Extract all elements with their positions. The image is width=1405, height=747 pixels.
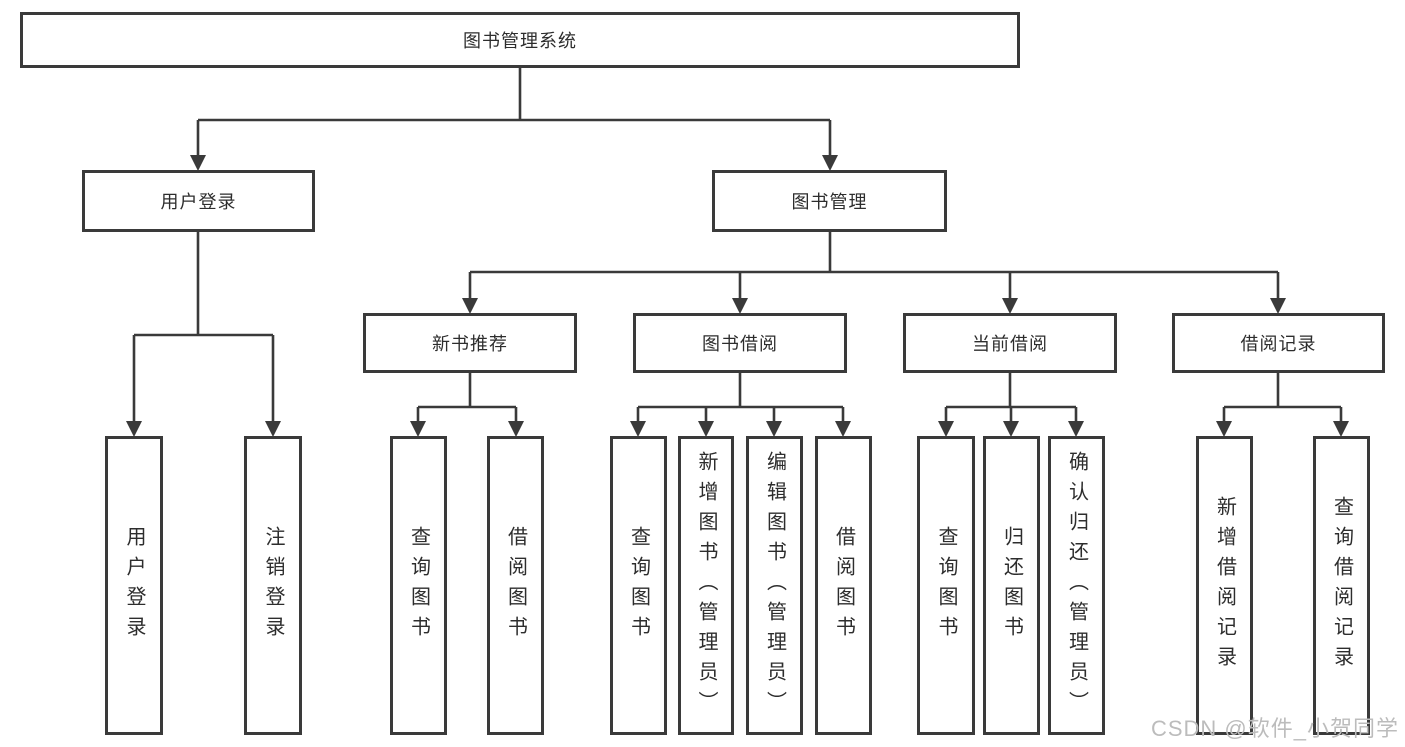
node-current-borrow: 当前借阅: [903, 313, 1117, 373]
node-book-borrow: 图书借阅: [633, 313, 847, 373]
leaf-query-books-2: 查询图书: [610, 436, 667, 735]
leaf-logout: 注销登录: [244, 436, 302, 735]
leaf-query-books-1: 查询图书: [390, 436, 447, 735]
leaf-query-borrow-record: 查询借阅记录: [1313, 436, 1370, 735]
leaf-add-books-admin: 新增图书（管理员）: [678, 436, 734, 735]
node-new-book-recommend: 新书推荐: [363, 313, 577, 373]
leaf-borrow-books-1: 借阅图书: [487, 436, 544, 735]
csdn-watermark: CSDN @软件_小贺同学: [1150, 716, 1399, 741]
node-root-library-system: 图书管理系统: [20, 12, 1020, 68]
leaf-edit-books-admin: 编辑图书（管理员）: [746, 436, 803, 735]
node-book-management: 图书管理: [712, 170, 947, 232]
leaf-query-books-3: 查询图书: [917, 436, 975, 735]
leaf-return-books: 归还图书: [983, 436, 1040, 735]
node-borrow-records: 借阅记录: [1172, 313, 1385, 373]
leaf-user-login: 用户登录: [105, 436, 163, 735]
leaf-confirm-return-admin: 确认归还（管理员）: [1048, 436, 1105, 735]
node-user-login: 用户登录: [82, 170, 315, 232]
leaf-borrow-books-2: 借阅图书: [815, 436, 872, 735]
leaf-add-borrow-record: 新增借阅记录: [1196, 436, 1253, 735]
